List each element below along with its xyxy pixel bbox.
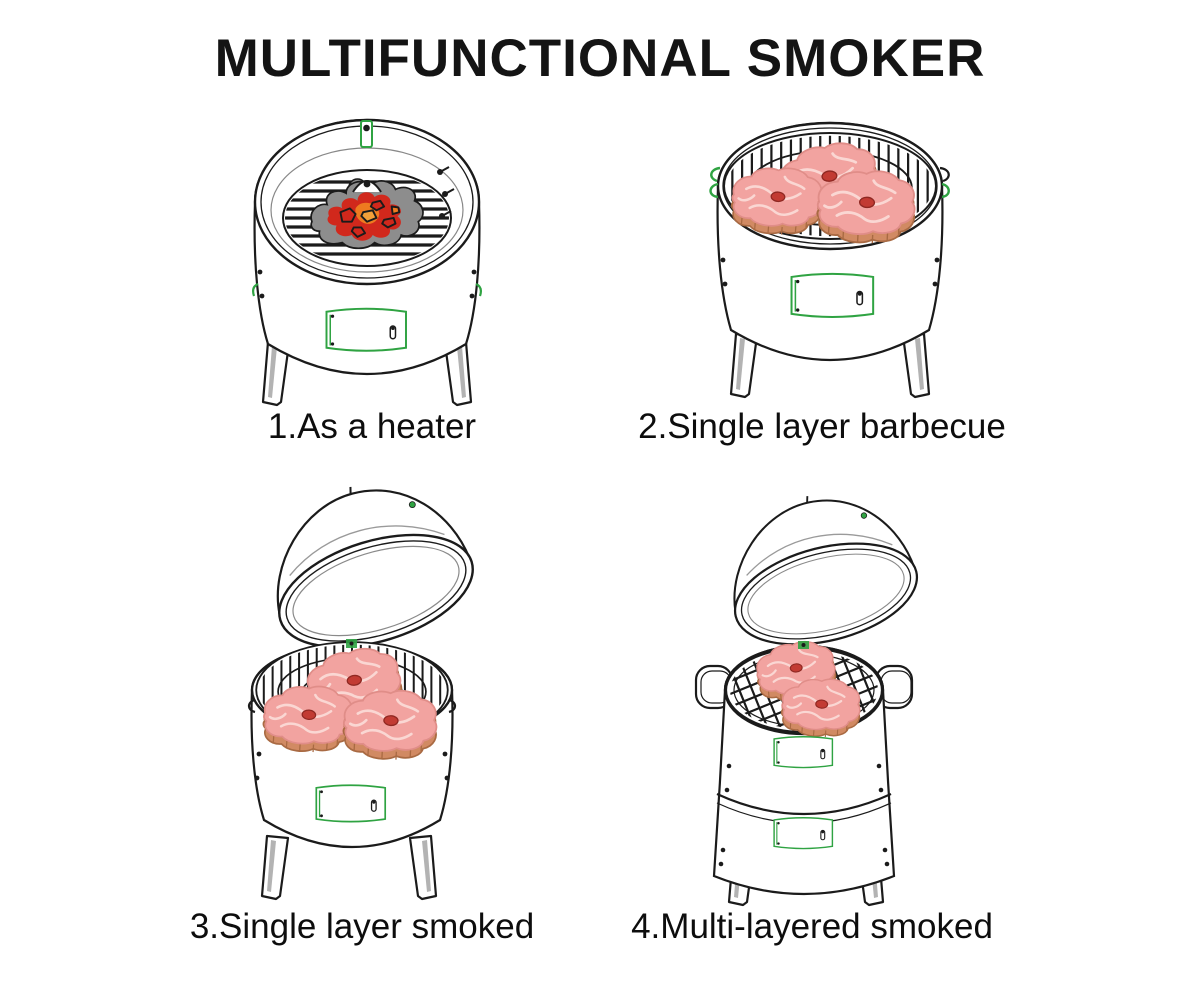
door-icon [325,307,407,352]
tier-seam [716,793,892,816]
rivets [718,763,890,867]
door-icon [773,736,834,769]
smoker-heater-illustration [252,118,482,407]
lid-icon [710,473,929,663]
leg-icon [901,332,931,399]
caption-heater: 1.As a heater [267,407,477,446]
lid-icon [247,470,488,670]
smoker-single-smoked-illustration [247,470,488,901]
rivets [720,257,940,287]
leg-icon [729,332,759,399]
handle-clip-icon [709,166,721,199]
smoker-barbecue-illustration [709,121,950,399]
caption-single-layer-smoked: 3.Single layer smoked [189,907,535,946]
caption-single-layer-barbecue: 2.Single layer barbecue [638,407,1006,446]
rivets [257,269,477,299]
door-icon [773,817,834,850]
smoker-multi-smoked-illustration [650,473,929,907]
page-title: MULTIFUNCTIONAL SMOKER [214,29,986,88]
rivets [254,751,450,781]
leg-icon [408,834,438,901]
door-icon [315,784,387,823]
caption-multi-layered-smoked: 4.Multi-layered smoked [631,907,993,946]
leg-icon [260,834,290,901]
screw-knobs-icon [437,166,455,219]
door-icon [790,272,875,318]
